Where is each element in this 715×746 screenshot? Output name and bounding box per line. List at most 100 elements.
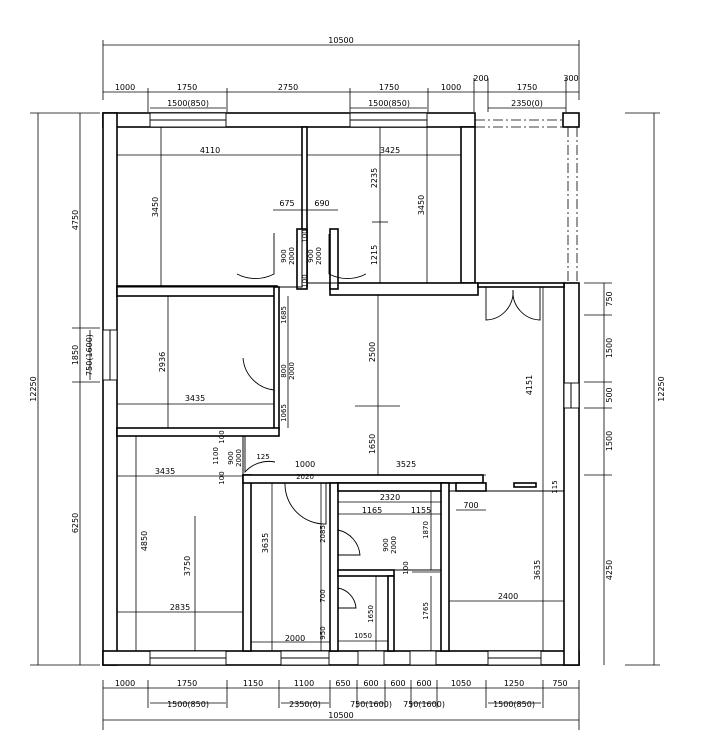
- r1-width: 4110: [200, 146, 220, 155]
- bath-1050: 1050: [354, 632, 372, 640]
- bottom-dim-8: 600: [416, 679, 431, 688]
- r4-w-bottom: 2835: [170, 603, 190, 612]
- bath-2000: 2000: [390, 536, 398, 554]
- r3-door-h: 2000: [288, 362, 296, 380]
- liv-115: 115: [551, 480, 559, 493]
- gap-100a: 100: [301, 229, 309, 242]
- r4-900: 900: [227, 451, 235, 464]
- bottom-dim-6: 600: [363, 679, 378, 688]
- bath-1165: 1165: [362, 506, 382, 515]
- gap-100b: 100: [301, 274, 309, 287]
- top-dim-3: 2750: [278, 83, 298, 92]
- bath-1765: 1765: [422, 602, 430, 620]
- right-seg-5: 4250: [605, 560, 614, 580]
- bottom-dim-7: 600: [390, 679, 405, 688]
- top-dim-8: 300: [563, 74, 578, 83]
- top-dim-5: 1000: [441, 83, 461, 92]
- bottom-dim-10: 1250: [504, 679, 524, 688]
- left-seg-2: 1850: [71, 345, 80, 365]
- top-dim-1: 1000: [115, 83, 135, 92]
- bottom-dim-9: 1050: [451, 679, 471, 688]
- kit-2400: 2400: [498, 592, 518, 601]
- r4-100b: 100: [218, 471, 226, 484]
- bottom-window-2: 2350(0): [289, 700, 321, 709]
- r3-width: 3435: [185, 394, 205, 403]
- hall2-3635: 3635: [261, 533, 270, 553]
- dimension-lines: [30, 40, 660, 730]
- top-dim-2: 1750: [177, 83, 197, 92]
- bath-1155: 1155: [411, 506, 431, 515]
- bottom-dim-1: 1000: [115, 679, 135, 688]
- top-window-3: 2350(0): [511, 99, 543, 108]
- bottom-dim-4: 1100: [294, 679, 314, 688]
- windows: [102, 112, 580, 666]
- corr-2020: 2020: [296, 473, 314, 481]
- r2-height-b: 3450: [417, 195, 426, 215]
- bottom-window-4: 750(1600): [403, 700, 445, 709]
- r3-height: 2936: [158, 352, 167, 372]
- left-seg-3: 6250: [71, 513, 80, 533]
- liv-h: 4151: [525, 375, 534, 395]
- door-a-h: 2000: [288, 247, 296, 265]
- r3-side-b: 1065: [280, 404, 288, 422]
- dimension-labels: 10500 1000 1750 2750 1750 1000 200 1750 …: [29, 36, 666, 720]
- bottom-outer-label: 10500: [328, 711, 353, 720]
- bath-700: 700: [463, 501, 478, 510]
- top-window-2: 1500(850): [368, 99, 410, 108]
- r2-height-c: 1215: [370, 245, 379, 265]
- hall2-2085: 2085: [319, 525, 327, 543]
- top-window-1: 1500(850): [167, 99, 209, 108]
- doors: [236, 233, 541, 609]
- corr-3525: 3525: [396, 460, 416, 469]
- r3-side-a: 1685: [280, 306, 288, 324]
- door-b: 900: [307, 249, 315, 262]
- hall2-700: 700: [319, 589, 327, 602]
- bottom-window-3: 750(1600): [350, 700, 392, 709]
- bottom-dim-5: 650: [335, 679, 350, 688]
- right-outer-label: 12250: [657, 376, 666, 401]
- bottom-dim-11: 750: [552, 679, 567, 688]
- bottom-dim-3: 1150: [243, 679, 263, 688]
- r4-125: 125: [256, 453, 269, 461]
- bottom-dim-2: 1750: [177, 679, 197, 688]
- bath-100: 100: [402, 561, 410, 574]
- left-outer-label: 12250: [29, 376, 38, 401]
- r1-height: 3450: [151, 197, 160, 217]
- left-window: 750(1600): [85, 334, 94, 376]
- hall2-2000: 2000: [285, 634, 305, 643]
- r3-door: 800: [280, 364, 288, 377]
- r4-h-outer: 4850: [140, 531, 149, 551]
- r4-h-inner: 3750: [183, 556, 192, 576]
- right-seg-3: 500: [605, 387, 614, 402]
- outer-walls: [102, 112, 580, 666]
- top-outer-label: 10500: [328, 36, 353, 45]
- r2-width: 3425: [380, 146, 400, 155]
- top-dim-4: 1750: [379, 83, 399, 92]
- bottom-window-1: 1500(850): [167, 700, 209, 709]
- r2-height-a: 2235: [370, 168, 379, 188]
- bath-900: 900: [382, 538, 390, 551]
- bath-1650: 1650: [367, 605, 375, 623]
- top-dim-6: 200: [473, 74, 488, 83]
- door-w2: 690: [314, 199, 329, 208]
- left-seg-1: 4750: [71, 210, 80, 230]
- r4-1100: 1100: [212, 447, 220, 465]
- kit-3635: 3635: [533, 560, 542, 580]
- door-b-h: 2000: [315, 247, 323, 265]
- top-dim-7: 1750: [517, 83, 537, 92]
- door-a: 900: [280, 249, 288, 262]
- right-seg-1: 750: [605, 291, 614, 306]
- bath-2320: 2320: [380, 493, 400, 502]
- r4-100: 100: [218, 430, 226, 443]
- r4-width: 3435: [155, 467, 175, 476]
- hall-b: 1650: [368, 434, 377, 454]
- door-w1: 675: [279, 199, 294, 208]
- right-seg-2: 1500: [605, 338, 614, 358]
- hall-a: 2500: [368, 342, 377, 362]
- bottom-window-5: 1500(850): [493, 700, 535, 709]
- corr-1000: 1000: [295, 460, 315, 469]
- r4-2000: 2000: [235, 449, 243, 467]
- right-seg-4: 1500: [605, 431, 614, 451]
- hall2-950: 950: [319, 626, 327, 639]
